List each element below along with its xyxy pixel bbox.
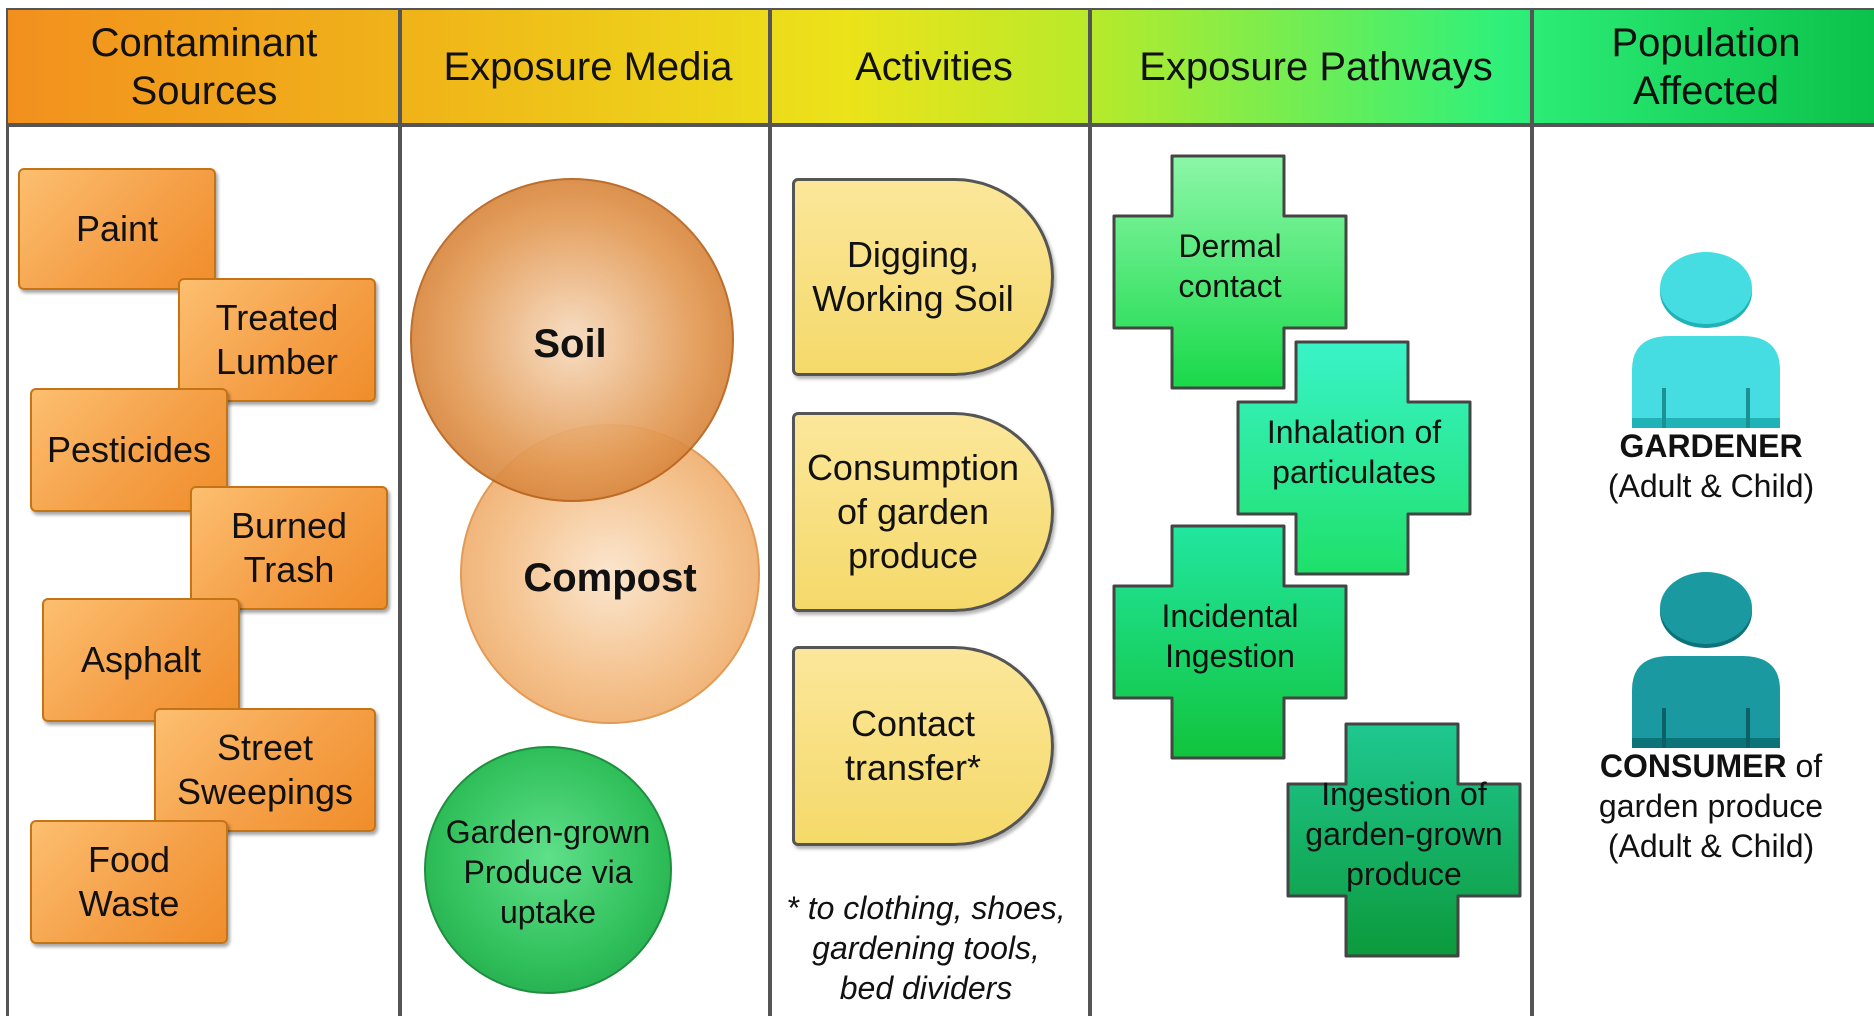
activity-consumption: Consumption of garden produce	[792, 412, 1054, 612]
media-produce-circle	[424, 746, 672, 994]
activities-footnote: * to clothing, shoes, gardening tools, b…	[786, 890, 1066, 1006]
person-consumer-icon	[1632, 572, 1780, 748]
person-gardener-icon	[1632, 252, 1780, 428]
source-treated-lumber: Treated Lumber	[178, 278, 376, 402]
source-asphalt: Asphalt	[42, 598, 240, 722]
header-activities: Activities	[855, 44, 1013, 89]
pathway-produce-ingestion-label: Ingestion of garden-grown produce	[1305, 776, 1503, 892]
column-divider	[1530, 10, 1534, 1016]
consumer-of: of	[1786, 748, 1823, 784]
header-population-affected: Population Affected	[1611, 20, 1801, 113]
pathway-inhalation-label: Inhalation of particulates	[1266, 414, 1442, 490]
pathway-cross-produce-ingestion	[1286, 722, 1522, 958]
header-exposure-pathways: Exposure Pathways	[1139, 44, 1493, 89]
gardener-subtitle: (Adult & Child)	[1607, 468, 1815, 504]
media-compost-label: Compost	[523, 556, 697, 600]
header-band: Contaminant Sources Exposure Media Activ…	[8, 10, 1874, 127]
column-divider	[768, 10, 772, 1016]
media-soil-circle	[410, 178, 734, 502]
pathway-cross-dermal	[1112, 154, 1348, 390]
pathway-cross-incidental-ingestion	[1112, 524, 1348, 760]
activity-contact-transfer: Contact transfer*	[792, 646, 1054, 846]
column-divider	[1088, 10, 1092, 1016]
source-pesticides: Pesticides	[30, 388, 228, 512]
diagram-frame	[6, 8, 1874, 1016]
consumer-title: CONSUMER	[1599, 748, 1787, 784]
activity-digging: Digging, Working Soil	[792, 178, 1054, 376]
pathway-incidental-ingestion-label: Incidental Ingestion	[1161, 598, 1299, 674]
source-burned-trash: Burned Trash	[190, 486, 388, 610]
media-soil-label: Soil	[533, 322, 607, 366]
header-exposure-media: Exposure Media	[443, 44, 733, 89]
source-paint: Paint	[18, 168, 216, 290]
consumer-title-line: CONSUMER of	[1566, 746, 1856, 786]
media-produce-label: Garden-grown Produce via uptake	[445, 814, 651, 930]
consumer-subtitle: garden produce (Adult & Child)	[1598, 788, 1824, 864]
gardener-title: GARDENER	[1619, 428, 1803, 464]
pathway-cross-inhalation	[1236, 340, 1472, 576]
source-street-sweepings: Street Sweepings	[154, 708, 376, 832]
pathway-dermal-label: Dermal contact	[1178, 228, 1282, 304]
header-contaminant-sources: Contaminant Sources	[90, 20, 318, 113]
column-divider	[398, 10, 402, 1016]
source-food-waste: Food Waste	[30, 820, 228, 944]
